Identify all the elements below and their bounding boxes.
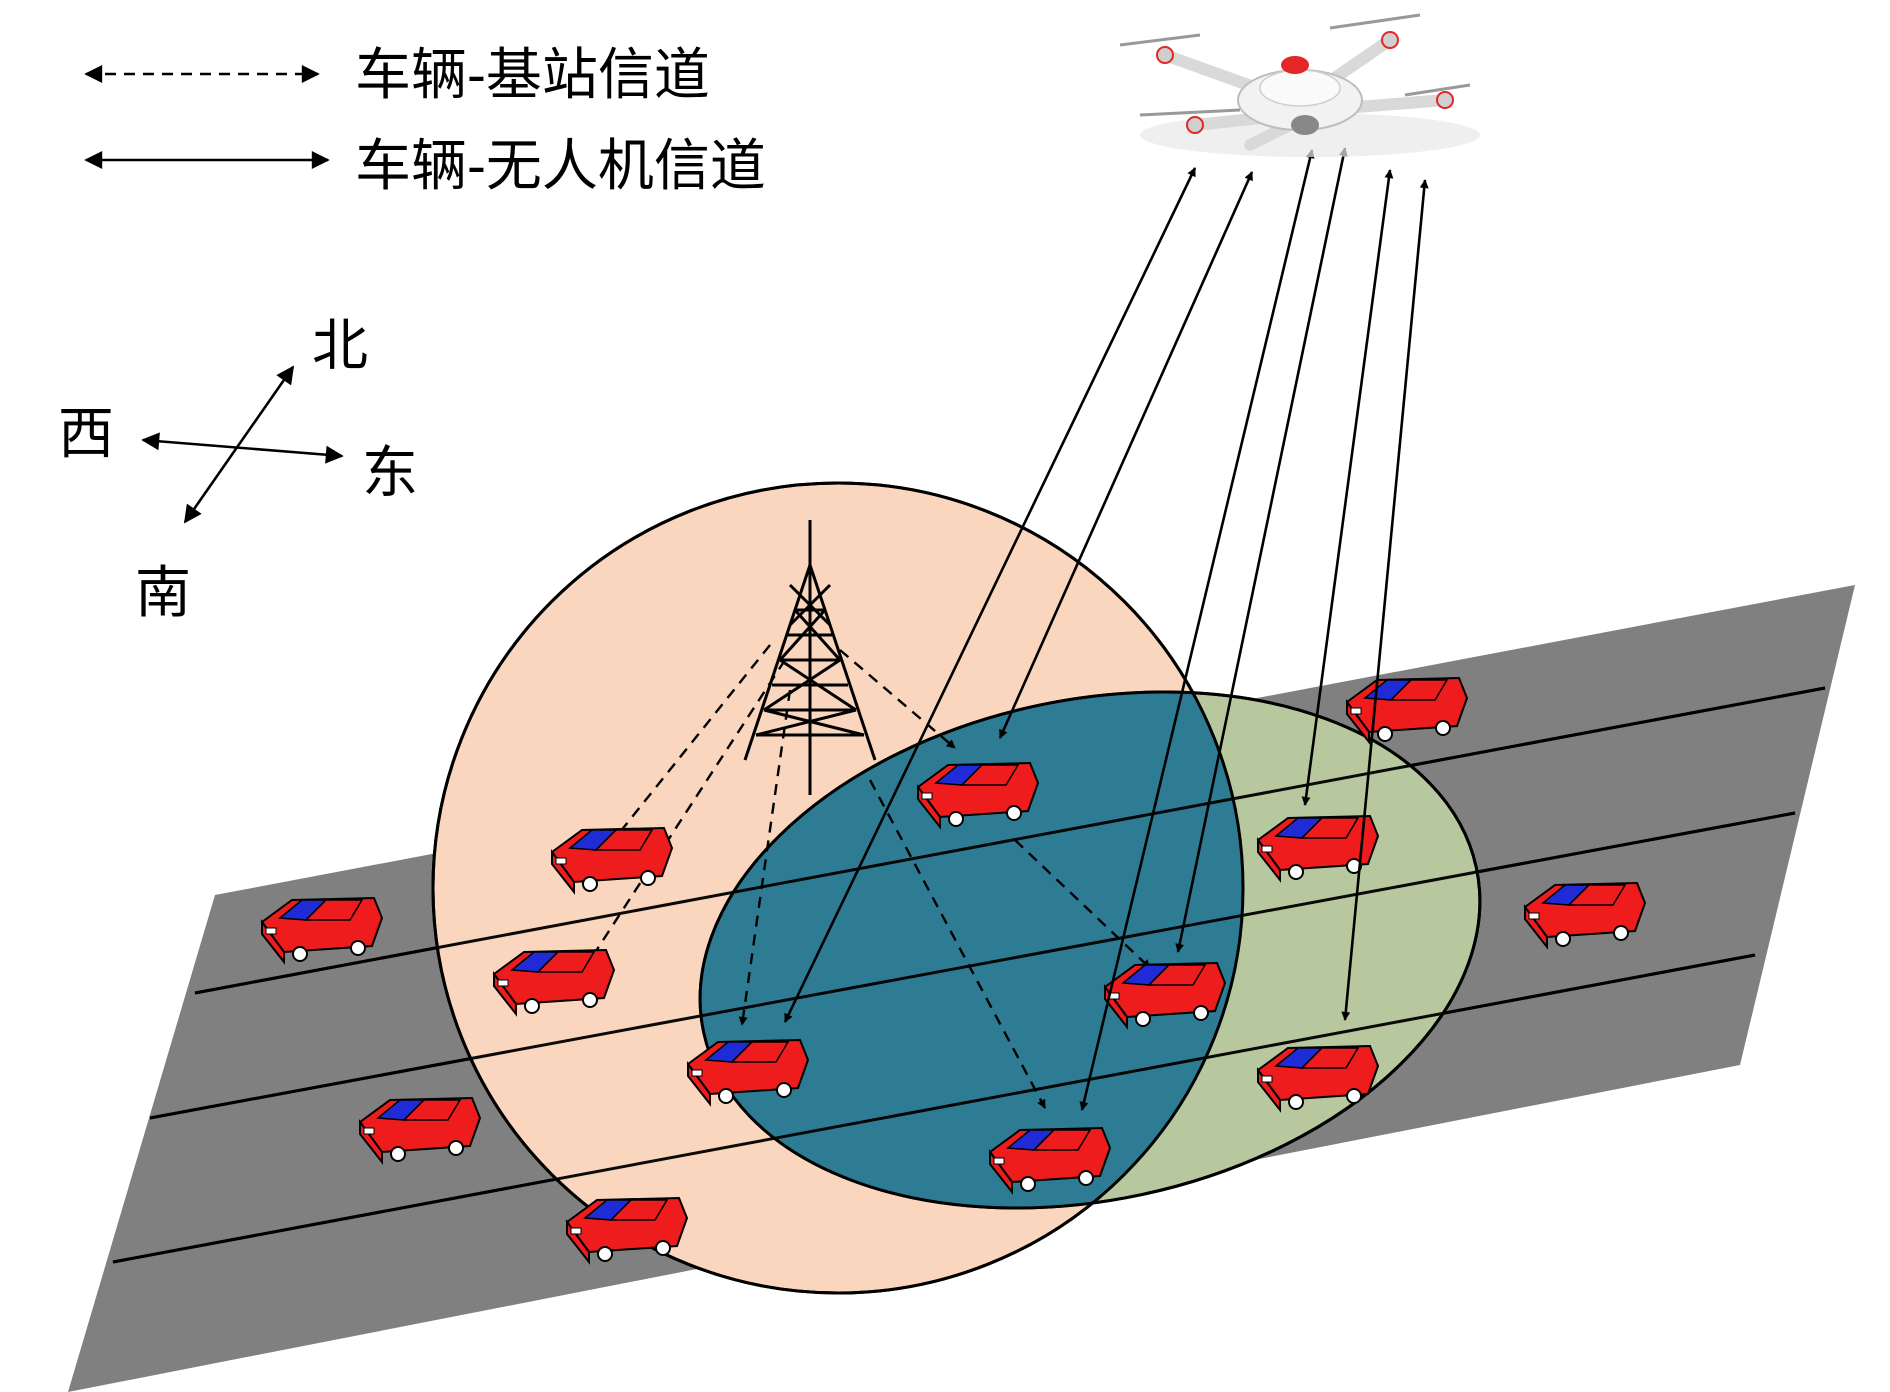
legend-bs-channel-label: 车辆-基站信道 [355, 43, 710, 108]
west-east-arrow [141, 432, 344, 464]
drone-icon [1119, 13, 1480, 157]
compass-west-label: 西 [58, 402, 114, 467]
compass-north-label: 北 [312, 314, 368, 379]
compass: 北 西 东 南 [58, 314, 418, 626]
vehicle-uav-channels [783, 147, 1429, 1111]
compass-south-label: 南 [135, 561, 191, 626]
legend-uav-channel-label: 车辆-无人机信道 [355, 134, 766, 199]
legend: 车辆-基站信道 车辆-无人机信道 [84, 43, 766, 199]
compass-east-label: 东 [362, 441, 418, 506]
